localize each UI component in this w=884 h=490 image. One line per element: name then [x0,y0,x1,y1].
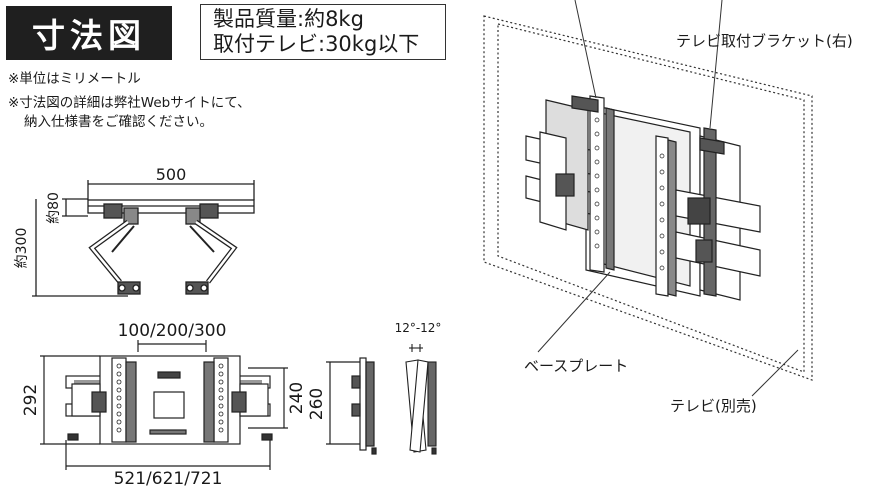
perspective-mount [525,95,761,301]
perspective-rail-holes [594,117,665,271]
note-unit: ※単位はミリメートル [8,71,141,87]
note-detail-line1: ※寸法図の詳細は弊社Webサイトにて、 [8,95,251,111]
spec-weight: 製品質量:約8kg [213,7,364,31]
callout-tv: テレビ(別売) [670,397,757,415]
callout-bracket: テレビ取付ブラケット(右) [676,32,853,50]
side-view-height-label: 260 [307,388,327,420]
front-view-vesa-label: 100/200/300 [118,321,227,341]
spec-tv-capacity: 取付テレビ:30kg以下 [213,32,420,56]
page-title: 寸法図 [6,6,172,60]
front-view-plate-height-label: 240 [287,382,307,414]
top-view [32,180,255,297]
front-view [40,340,288,470]
callout-base-plate: ベースプレート [524,357,629,375]
spec-box: 製品質量:約8kg 取付テレビ:30kg以下 [200,4,446,60]
front-view-height-label: 292 [21,384,41,416]
side-view-tilt-label: 12°-12° [395,321,442,335]
front-view-width-label: 521/621/721 [114,469,223,489]
top-view-width-label: 500 [156,165,187,184]
front-view-rail-holes [116,363,224,433]
tv-outline [483,15,813,381]
side-view-tilt [405,344,437,455]
top-view-depth-label: 約80 [46,192,62,224]
top-view-total-depth-label: 約300 [14,228,30,269]
note-detail-line2: 納入仕様書をご確認ください。 [24,114,213,130]
leader-lines [537,0,799,397]
side-view-upright [326,357,377,455]
